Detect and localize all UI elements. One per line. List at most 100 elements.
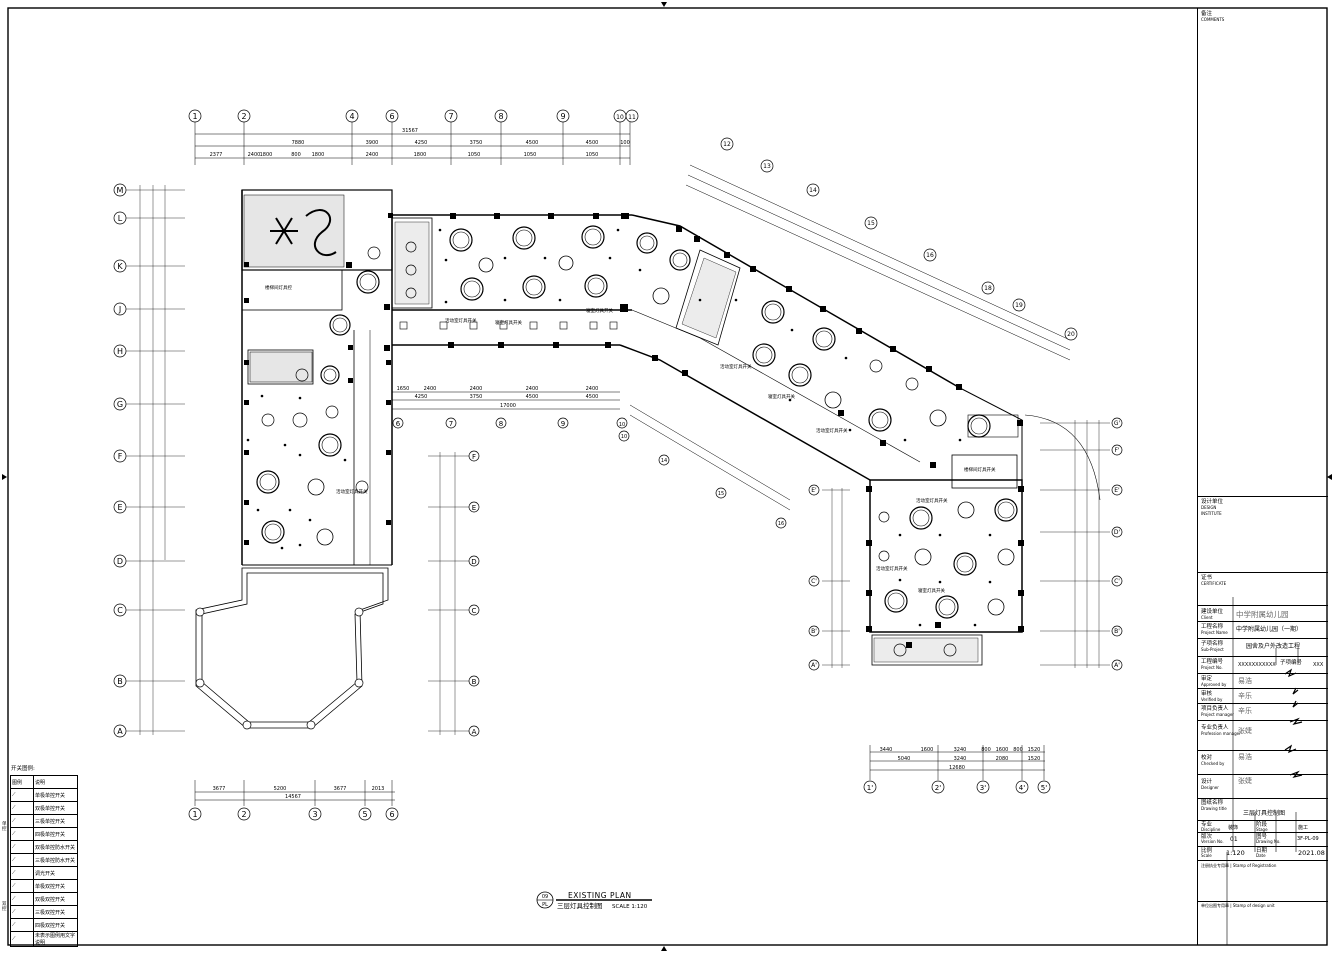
grid-in-B: B xyxy=(468,675,480,687)
grid-diag-16: 16 xyxy=(923,248,937,262)
dim-top-total: 31567 xyxy=(402,128,418,134)
svg-text:10: 10 xyxy=(616,114,624,121)
dim-top-r2-11: 1050 xyxy=(468,152,481,158)
dim-bl-2: 5200 xyxy=(274,786,287,792)
designer-label: 设计 xyxy=(1201,779,1213,785)
svg-text:20: 20 xyxy=(1067,331,1075,338)
legend-row: ⟋四极双控开关 xyxy=(10,918,78,932)
diag-wing-dots xyxy=(638,226,1023,468)
dim-top-r2-3: 2400 xyxy=(248,152,261,158)
grid-right-G: G' xyxy=(1111,417,1123,429)
mid-dims xyxy=(392,391,620,410)
cert-label-en: CERTIFICATE xyxy=(1201,581,1227,586)
svg-text:L: L xyxy=(118,214,123,223)
grid-br-3: 3' xyxy=(976,780,990,794)
legend-table: 图例 说明 ⟋单极单控开关 ⟋双极单控开关 ⟋三极单控开关 ⟋四极单控开关 ⟋双… xyxy=(10,775,78,947)
bottom-left-dim-text: 3677 5200 3677 2013 14567 xyxy=(213,786,385,800)
notes-label-en: COMMENTS xyxy=(1201,17,1225,22)
svg-text:D: D xyxy=(471,558,476,566)
grid-top-1: 1 xyxy=(188,109,202,123)
client-label-en: Client xyxy=(1201,615,1213,620)
legend-item: 双极单控防水开关 xyxy=(33,840,78,854)
svg-text:C: C xyxy=(472,607,477,615)
grid-bl-1: 1 xyxy=(188,807,202,821)
grid-br-4: 4' xyxy=(1015,780,1029,794)
bottom-right-dims xyxy=(869,745,1045,780)
legend-item: 单极双控开关 xyxy=(33,879,78,893)
grid-diag-lower-14: 14 xyxy=(658,454,670,466)
svg-text:H: H xyxy=(117,347,123,356)
grid-left-L: L xyxy=(113,211,127,225)
dim-top-1: 7880 xyxy=(292,140,305,146)
legend-row: ⟋未表示图例用文字说明 xyxy=(10,931,78,947)
grid-mid-8: 8 xyxy=(495,417,507,429)
octagon-nodes xyxy=(195,607,364,730)
grid-br-1: 1' xyxy=(863,780,877,794)
discipline-label-en: Discipline xyxy=(1201,827,1221,832)
svg-text:6: 6 xyxy=(396,420,401,428)
dim-br-r2-1: 5040 xyxy=(898,756,911,762)
svg-text:B': B' xyxy=(811,628,817,635)
top-bar-corridor-fixtures xyxy=(399,321,618,330)
dim-br-r1-2: 1600 xyxy=(921,747,934,753)
grid-left-D: D xyxy=(113,554,127,568)
legend-row: ⟋单极双控开关 xyxy=(10,879,78,893)
grid-top-6: 6 xyxy=(385,109,399,123)
activity-label-diag-2: 活动室灯具开关 xyxy=(816,427,848,434)
dim-top-r2-9: 1800 xyxy=(414,152,427,158)
activity-label-right: 活动室灯具开关 xyxy=(916,497,948,504)
project-no-value: XXXXXXXXXXX xyxy=(1238,662,1276,668)
approved-value: 易浩 xyxy=(1238,677,1252,685)
bedroom-label-right: 寝室灯具开关 xyxy=(918,587,945,594)
switch-symbol-icon: ⟋ xyxy=(10,931,34,947)
drawing-no-label: 图号 xyxy=(1256,834,1268,840)
divider xyxy=(1198,832,1328,833)
diag-wing-lights xyxy=(636,232,991,438)
scale-value: 1:120 xyxy=(1226,849,1245,857)
drawing-title-label-en: Drawing title xyxy=(1201,806,1227,811)
divider xyxy=(1198,703,1328,704)
grid-br-5: 5' xyxy=(1037,780,1051,794)
legend-row: ⟋双极双控开关 xyxy=(10,892,78,906)
scale-label: 比例 xyxy=(1201,848,1213,854)
svg-text:9: 9 xyxy=(560,112,565,121)
switch-symbol-icon: ⟋ xyxy=(10,788,34,802)
stair-light-label-right: 楼梯间灯具开关 xyxy=(964,466,996,473)
dim-bl-total: 14567 xyxy=(285,794,301,800)
grid-top-10: 10 xyxy=(613,109,627,123)
svg-text:18: 18 xyxy=(984,285,992,292)
grid-left-J: J xyxy=(113,302,127,316)
svg-text:D: D xyxy=(117,557,123,566)
grid-bl-6: 6 xyxy=(385,807,399,821)
legend-header: 图例 说明 xyxy=(10,775,78,789)
svg-text:1: 1 xyxy=(192,810,197,819)
svg-text:D': D' xyxy=(1114,529,1121,536)
grid-left-B: B xyxy=(113,674,127,688)
dim-mid-total: 17000 xyxy=(500,403,516,409)
grid-inner-E: E' xyxy=(808,484,820,496)
grid-mid-6: 6 xyxy=(392,417,404,429)
grid-diag-13: 13 xyxy=(760,159,774,173)
project-label-en: Project Name xyxy=(1201,630,1228,635)
svg-text:15: 15 xyxy=(867,220,875,227)
octagon-room xyxy=(195,567,389,729)
divider xyxy=(1198,820,1328,821)
svg-text:2': 2' xyxy=(935,784,941,792)
svg-text:C': C' xyxy=(1114,578,1120,585)
divider xyxy=(1198,901,1328,902)
divider xyxy=(1198,572,1328,573)
svg-text:A: A xyxy=(117,727,123,736)
design-unit-sub: INSTITUTE xyxy=(1201,511,1222,516)
switch-symbol-icon: ⟋ xyxy=(10,840,34,854)
switch-symbol-icon: ⟋ xyxy=(10,866,34,880)
svg-text:8: 8 xyxy=(499,420,503,428)
top-bar-labels: 活动室灯具开关 寝室灯具开关 寝室灯具开关 xyxy=(445,307,613,326)
right-stair-hatch xyxy=(873,637,979,663)
legend-head-desc: 说明 xyxy=(33,775,78,789)
unit-stamp-cn: 单位出图专用章 xyxy=(1201,903,1229,908)
svg-text:13: 13 xyxy=(763,163,771,170)
svg-text:F': F' xyxy=(1114,447,1119,454)
svg-text:12: 12 xyxy=(723,141,731,148)
legend-row: ⟋双极单控开关 xyxy=(10,801,78,815)
